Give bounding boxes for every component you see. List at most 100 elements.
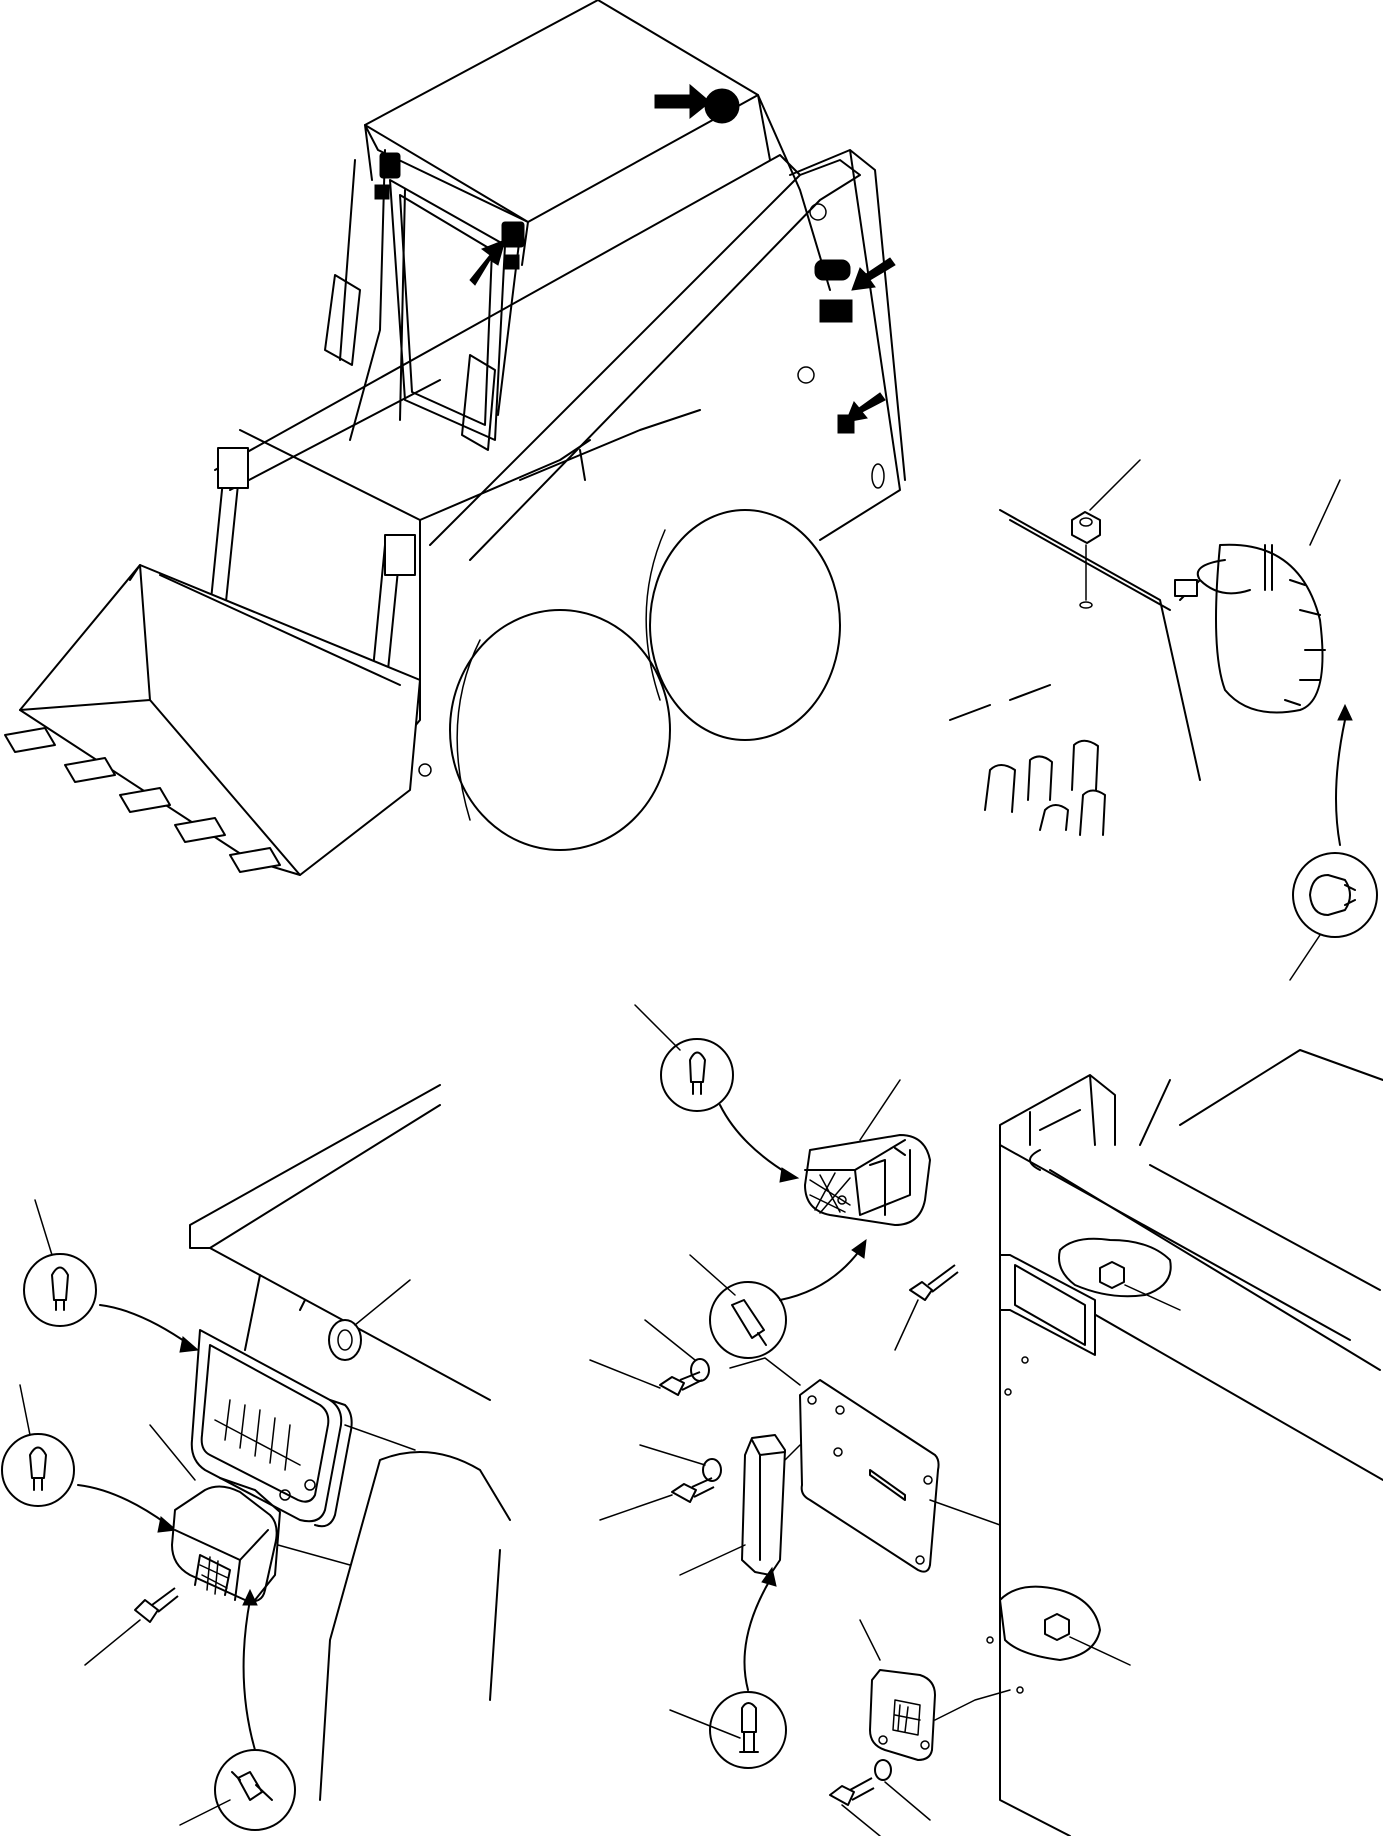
grab-handle-right bbox=[461, 354, 496, 451]
tail-lamp-grid bbox=[809, 1172, 851, 1214]
rear-wheel bbox=[649, 509, 841, 741]
beacon-lens-lines bbox=[1284, 579, 1326, 706]
bulb-detail-circle bbox=[709, 1281, 787, 1359]
front-lamp-view bbox=[1, 1084, 511, 1831]
work-lamp-housing bbox=[190, 1329, 343, 1523]
leader-washer bbox=[639, 1444, 706, 1466]
side-tower bbox=[789, 149, 906, 541]
capsule-bulb bbox=[739, 1702, 759, 1753]
marker-dash bbox=[784, 1444, 801, 1461]
screw-hole bbox=[878, 1735, 888, 1745]
front-lamp-location bbox=[501, 221, 525, 248]
front-lamp-location bbox=[374, 184, 390, 200]
access-slot bbox=[871, 463, 885, 489]
incandescent-bulb bbox=[29, 1446, 47, 1491]
front-lamp-location bbox=[504, 254, 520, 270]
rear-lamp-location bbox=[819, 299, 853, 323]
leader-wedge-bulb bbox=[689, 1254, 736, 1296]
leader-side-lamp bbox=[149, 1424, 196, 1481]
arrowhead bbox=[851, 1238, 867, 1259]
nut bbox=[1044, 1613, 1070, 1641]
pivot-pin bbox=[809, 203, 827, 221]
cylinder-mount bbox=[217, 447, 249, 489]
bulb-detail-circle bbox=[214, 1749, 296, 1831]
bulb2-arrow bbox=[77, 1484, 169, 1526]
beacon-stud bbox=[1264, 544, 1273, 591]
bulb-detail-circle bbox=[1292, 852, 1378, 938]
bolt bbox=[659, 1371, 703, 1396]
cab-roof-rear bbox=[949, 509, 1201, 781]
bracket-slot bbox=[869, 1469, 906, 1501]
bulb-detail-circle bbox=[709, 1691, 787, 1769]
arrowhead bbox=[1337, 703, 1353, 721]
leader-bulb3 bbox=[179, 1799, 231, 1826]
festoon-bulb bbox=[231, 1771, 273, 1801]
lift-arm bbox=[214, 154, 861, 561]
vent-slots bbox=[984, 739, 1106, 836]
nut bbox=[1071, 511, 1101, 544]
chassis bbox=[239, 409, 701, 811]
cab-door bbox=[389, 179, 506, 441]
grab-handle-left bbox=[324, 274, 361, 366]
grommet bbox=[328, 1319, 362, 1361]
rear-tower bbox=[999, 1049, 1383, 1836]
leader-nut-upper bbox=[1124, 1284, 1181, 1311]
tail-lamp-lens bbox=[804, 1139, 911, 1216]
wheel-tread bbox=[456, 529, 666, 821]
arrowhead bbox=[242, 1588, 258, 1606]
leader-license-lamp bbox=[859, 1619, 881, 1661]
halogen-bulb bbox=[1309, 874, 1356, 916]
marker-lamp-lens bbox=[751, 1439, 786, 1561]
mount-hole bbox=[986, 1636, 994, 1644]
marker-bulb-arrow bbox=[743, 1579, 771, 1691]
cab-front-frame bbox=[189, 1084, 511, 1801]
incandescent-bulb bbox=[689, 1051, 706, 1095]
work-lamp-lens bbox=[200, 1344, 330, 1503]
tail-lamp-side bbox=[869, 1147, 906, 1216]
mount-hole bbox=[1016, 1686, 1024, 1694]
cylinder-mount bbox=[384, 534, 416, 576]
bulb-arrow bbox=[1335, 719, 1346, 846]
wedge-bulb-arrow bbox=[779, 1249, 861, 1301]
bulb-top-arrow bbox=[719, 1104, 791, 1176]
bulb3-arrow bbox=[242, 1599, 256, 1751]
beacon-view bbox=[949, 459, 1378, 981]
screw-hole bbox=[920, 1740, 930, 1750]
bucket-pivot bbox=[418, 763, 432, 777]
license-lamp-lens bbox=[892, 1699, 921, 1736]
bracket-hole bbox=[915, 1555, 925, 1565]
leader-washer bbox=[884, 1781, 931, 1821]
work-lamp-back bbox=[314, 1399, 353, 1528]
front-wheel bbox=[449, 609, 671, 851]
front-lamp-location bbox=[379, 152, 401, 179]
leader-nut-lower bbox=[1069, 1636, 1131, 1666]
nut bbox=[1099, 1261, 1125, 1289]
side-lamp-lens bbox=[174, 1529, 269, 1601]
leader-grommet bbox=[354, 1279, 411, 1326]
leader-work-lamp bbox=[344, 1424, 416, 1451]
arrowhead bbox=[779, 1167, 800, 1183]
light-recess bbox=[999, 1254, 1096, 1356]
license-lamp bbox=[869, 1669, 936, 1761]
bracket-hole bbox=[807, 1395, 817, 1405]
mounting-bracket bbox=[799, 1379, 940, 1573]
bolt bbox=[671, 1477, 715, 1503]
leader-beacon bbox=[1309, 479, 1341, 546]
bracket-hole bbox=[923, 1475, 933, 1485]
leader-washer bbox=[644, 1319, 696, 1361]
wedge-bulb bbox=[731, 1299, 767, 1346]
license-dash bbox=[934, 1689, 1011, 1721]
leader-bulb1 bbox=[34, 1199, 53, 1256]
nut-hole bbox=[1079, 517, 1093, 527]
leader-gasket bbox=[277, 1544, 351, 1566]
bucket-teeth bbox=[4, 727, 281, 873]
leader-bracket bbox=[929, 1499, 1001, 1526]
bulb-detail-circle bbox=[23, 1253, 97, 1327]
tail-lamp-housing bbox=[804, 1134, 931, 1226]
washer bbox=[702, 1458, 722, 1482]
washer bbox=[690, 1358, 710, 1382]
beacon-location bbox=[704, 88, 740, 124]
mount-hole bbox=[1079, 601, 1093, 609]
bulb-detail-circle bbox=[1, 1433, 75, 1507]
leader-bolt bbox=[589, 1359, 661, 1389]
